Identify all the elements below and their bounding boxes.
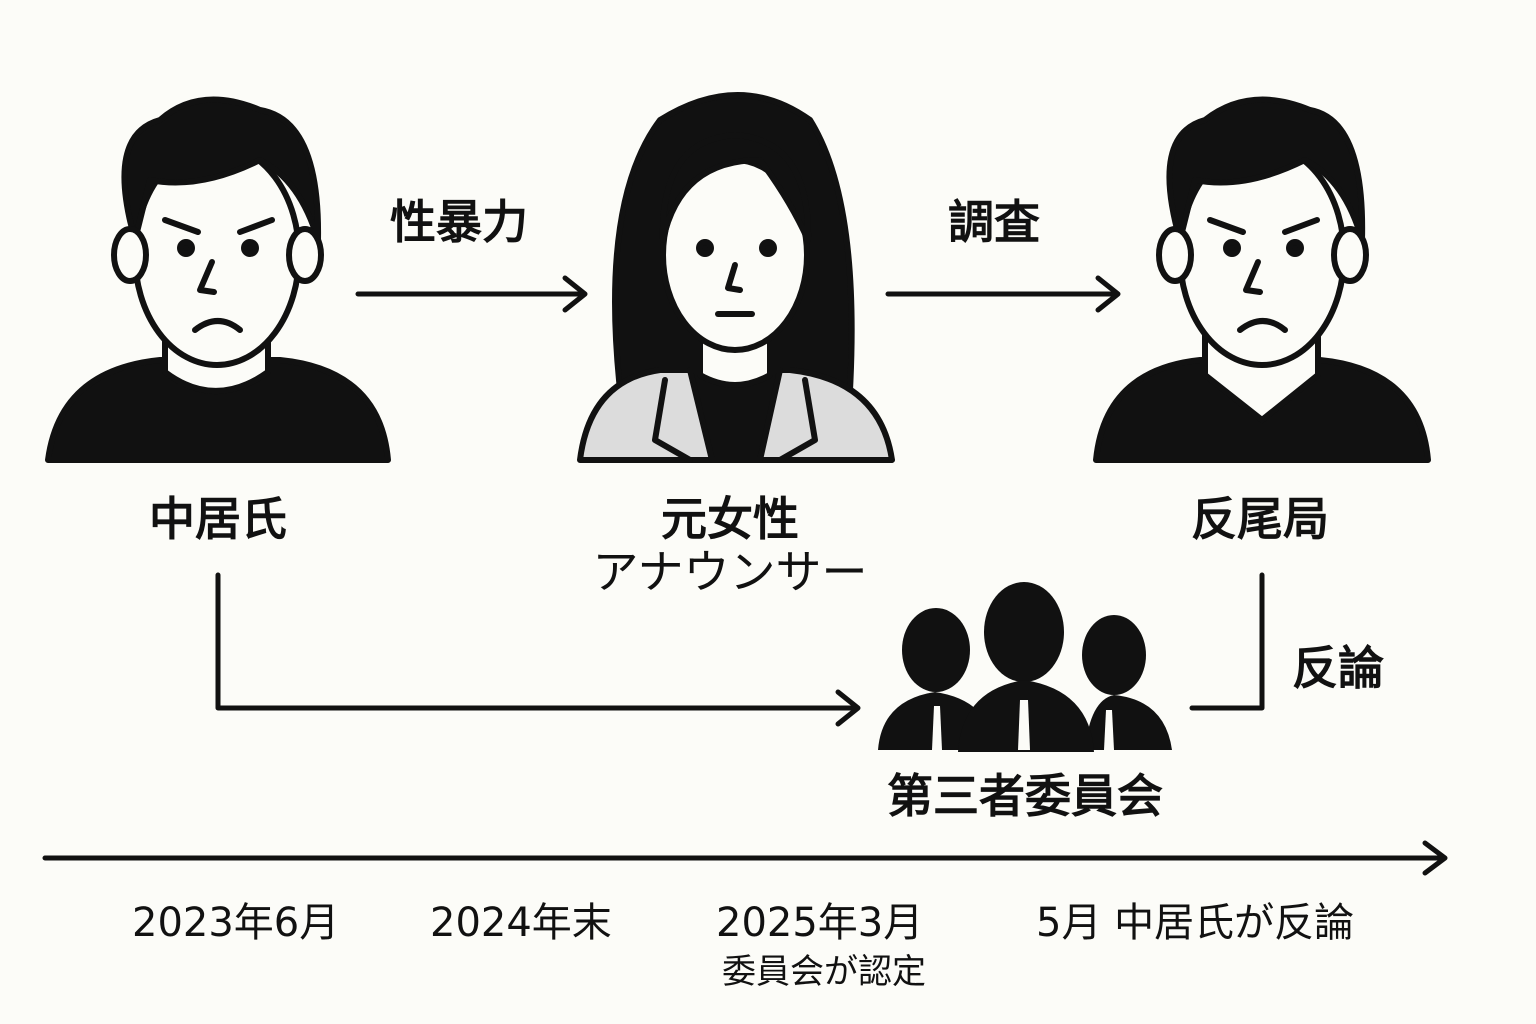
arrow-label-violence: 性暴力 [390,195,528,249]
committee-icon [878,582,1172,752]
arrow-label-rebuttal: 反論 [1292,641,1384,695]
announcer-label: 元女性 アナウンサー [560,493,900,599]
line-station-rebuttal [1189,572,1265,711]
timeline-event-may: 5月 中居氏が反論 [1036,900,1355,946]
arrow-investigation [885,275,1121,313]
timeline-event-2024-end: 2024年末 [430,900,612,946]
arrow-violence [355,275,588,313]
nakai-figure-icon [45,96,391,463]
timeline-event-2025-03-note: 委員会が認定 [722,952,926,992]
timeline-axis [42,840,1448,876]
station-label: 反尾局 [1191,492,1329,546]
nakai-label: 中居氏 [149,492,287,546]
announcer-label-line1: 元女性 [661,492,799,546]
committee-label: 第三者委員会 [887,769,1163,823]
arrow-label-investigation: 調査 [948,195,1040,249]
announcer-label-line2: アナウンサー [592,544,868,599]
timeline-event-2023-06: 2023年6月 [132,900,340,946]
announcer-figure-icon [577,92,895,463]
timeline-event-2025-03: 2025年3月 [716,900,924,946]
arrow-nakai-to-committee [215,572,861,727]
station-figure-icon [1093,96,1431,463]
